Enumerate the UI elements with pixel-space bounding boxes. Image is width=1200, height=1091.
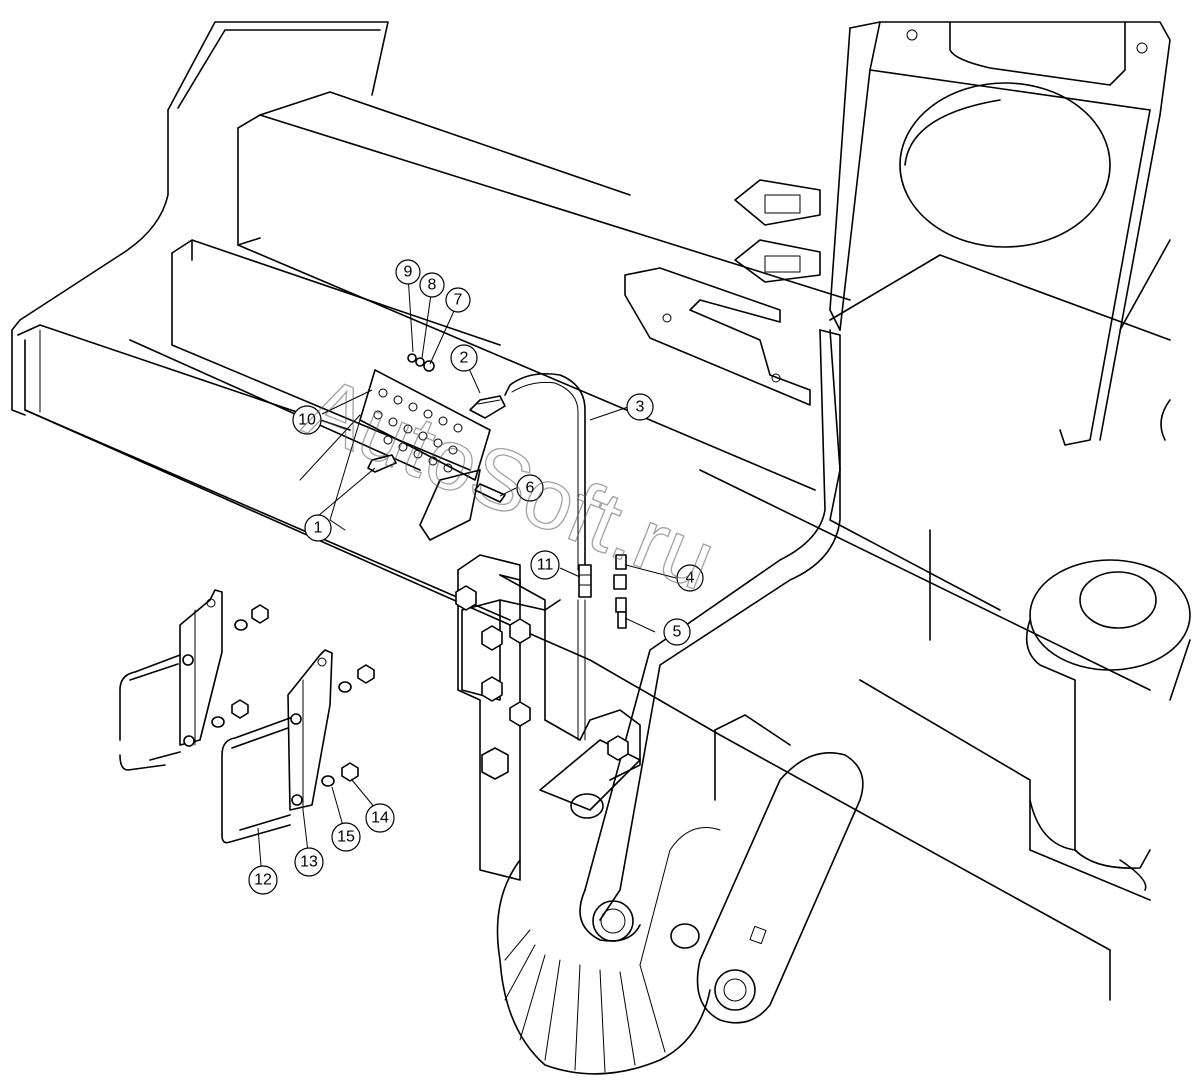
callout-14-label: 14 [371, 810, 389, 827]
callout-14: 14 [365, 803, 395, 833]
grease-line [407, 353, 627, 741]
main-arm [579, 329, 841, 942]
callout-4: 4 [676, 564, 704, 592]
callout-6: 6 [516, 474, 544, 502]
callout-3-label: 3 [636, 399, 645, 416]
callout-13: 13 [294, 847, 324, 877]
callout-8-label: 8 [428, 277, 437, 294]
callout-11-label: 11 [537, 557, 554, 574]
u-bolt-kit-right [221, 649, 375, 844]
callout-9-label: 9 [404, 264, 413, 281]
callout-7: 7 [445, 287, 471, 313]
lubrication-plate [299, 369, 506, 541]
callout-5: 5 [663, 618, 691, 646]
callout-5-label: 5 [673, 624, 682, 641]
callout-9: 9 [395, 259, 421, 285]
callout-10-label: 10 [298, 412, 316, 429]
callout-15: 15 [331, 822, 361, 852]
callout-2: 2 [450, 344, 478, 372]
callout-7-label: 7 [454, 292, 463, 309]
callout-6-label: 6 [526, 480, 535, 497]
watermark: AutoSoft.ru [293, 359, 728, 609]
callout-11: 11 [530, 550, 560, 580]
callout-13-label: 13 [300, 854, 318, 871]
callout-4-label: 4 [686, 570, 695, 587]
right-boss [1025, 559, 1191, 891]
callout-10: 10 [292, 405, 322, 435]
fan-casting [496, 739, 721, 1075]
callout-8: 8 [419, 272, 445, 298]
lower-link-plate [696, 714, 864, 1024]
callout-3: 3 [626, 393, 654, 421]
vertical-bracket [455, 554, 641, 881]
callout-12: 12 [248, 865, 278, 895]
callout-1-label: 1 [314, 520, 323, 537]
callout-1: 1 [304, 514, 332, 542]
upper-right-bracket [734, 21, 1171, 641]
plate-holes [373, 388, 463, 473]
u-bolt-kit-left [119, 589, 269, 771]
callout-2-label: 2 [460, 350, 469, 367]
notched-plate [624, 267, 811, 406]
callout-15-label: 15 [337, 829, 355, 846]
callout-12-label: 12 [254, 872, 272, 889]
